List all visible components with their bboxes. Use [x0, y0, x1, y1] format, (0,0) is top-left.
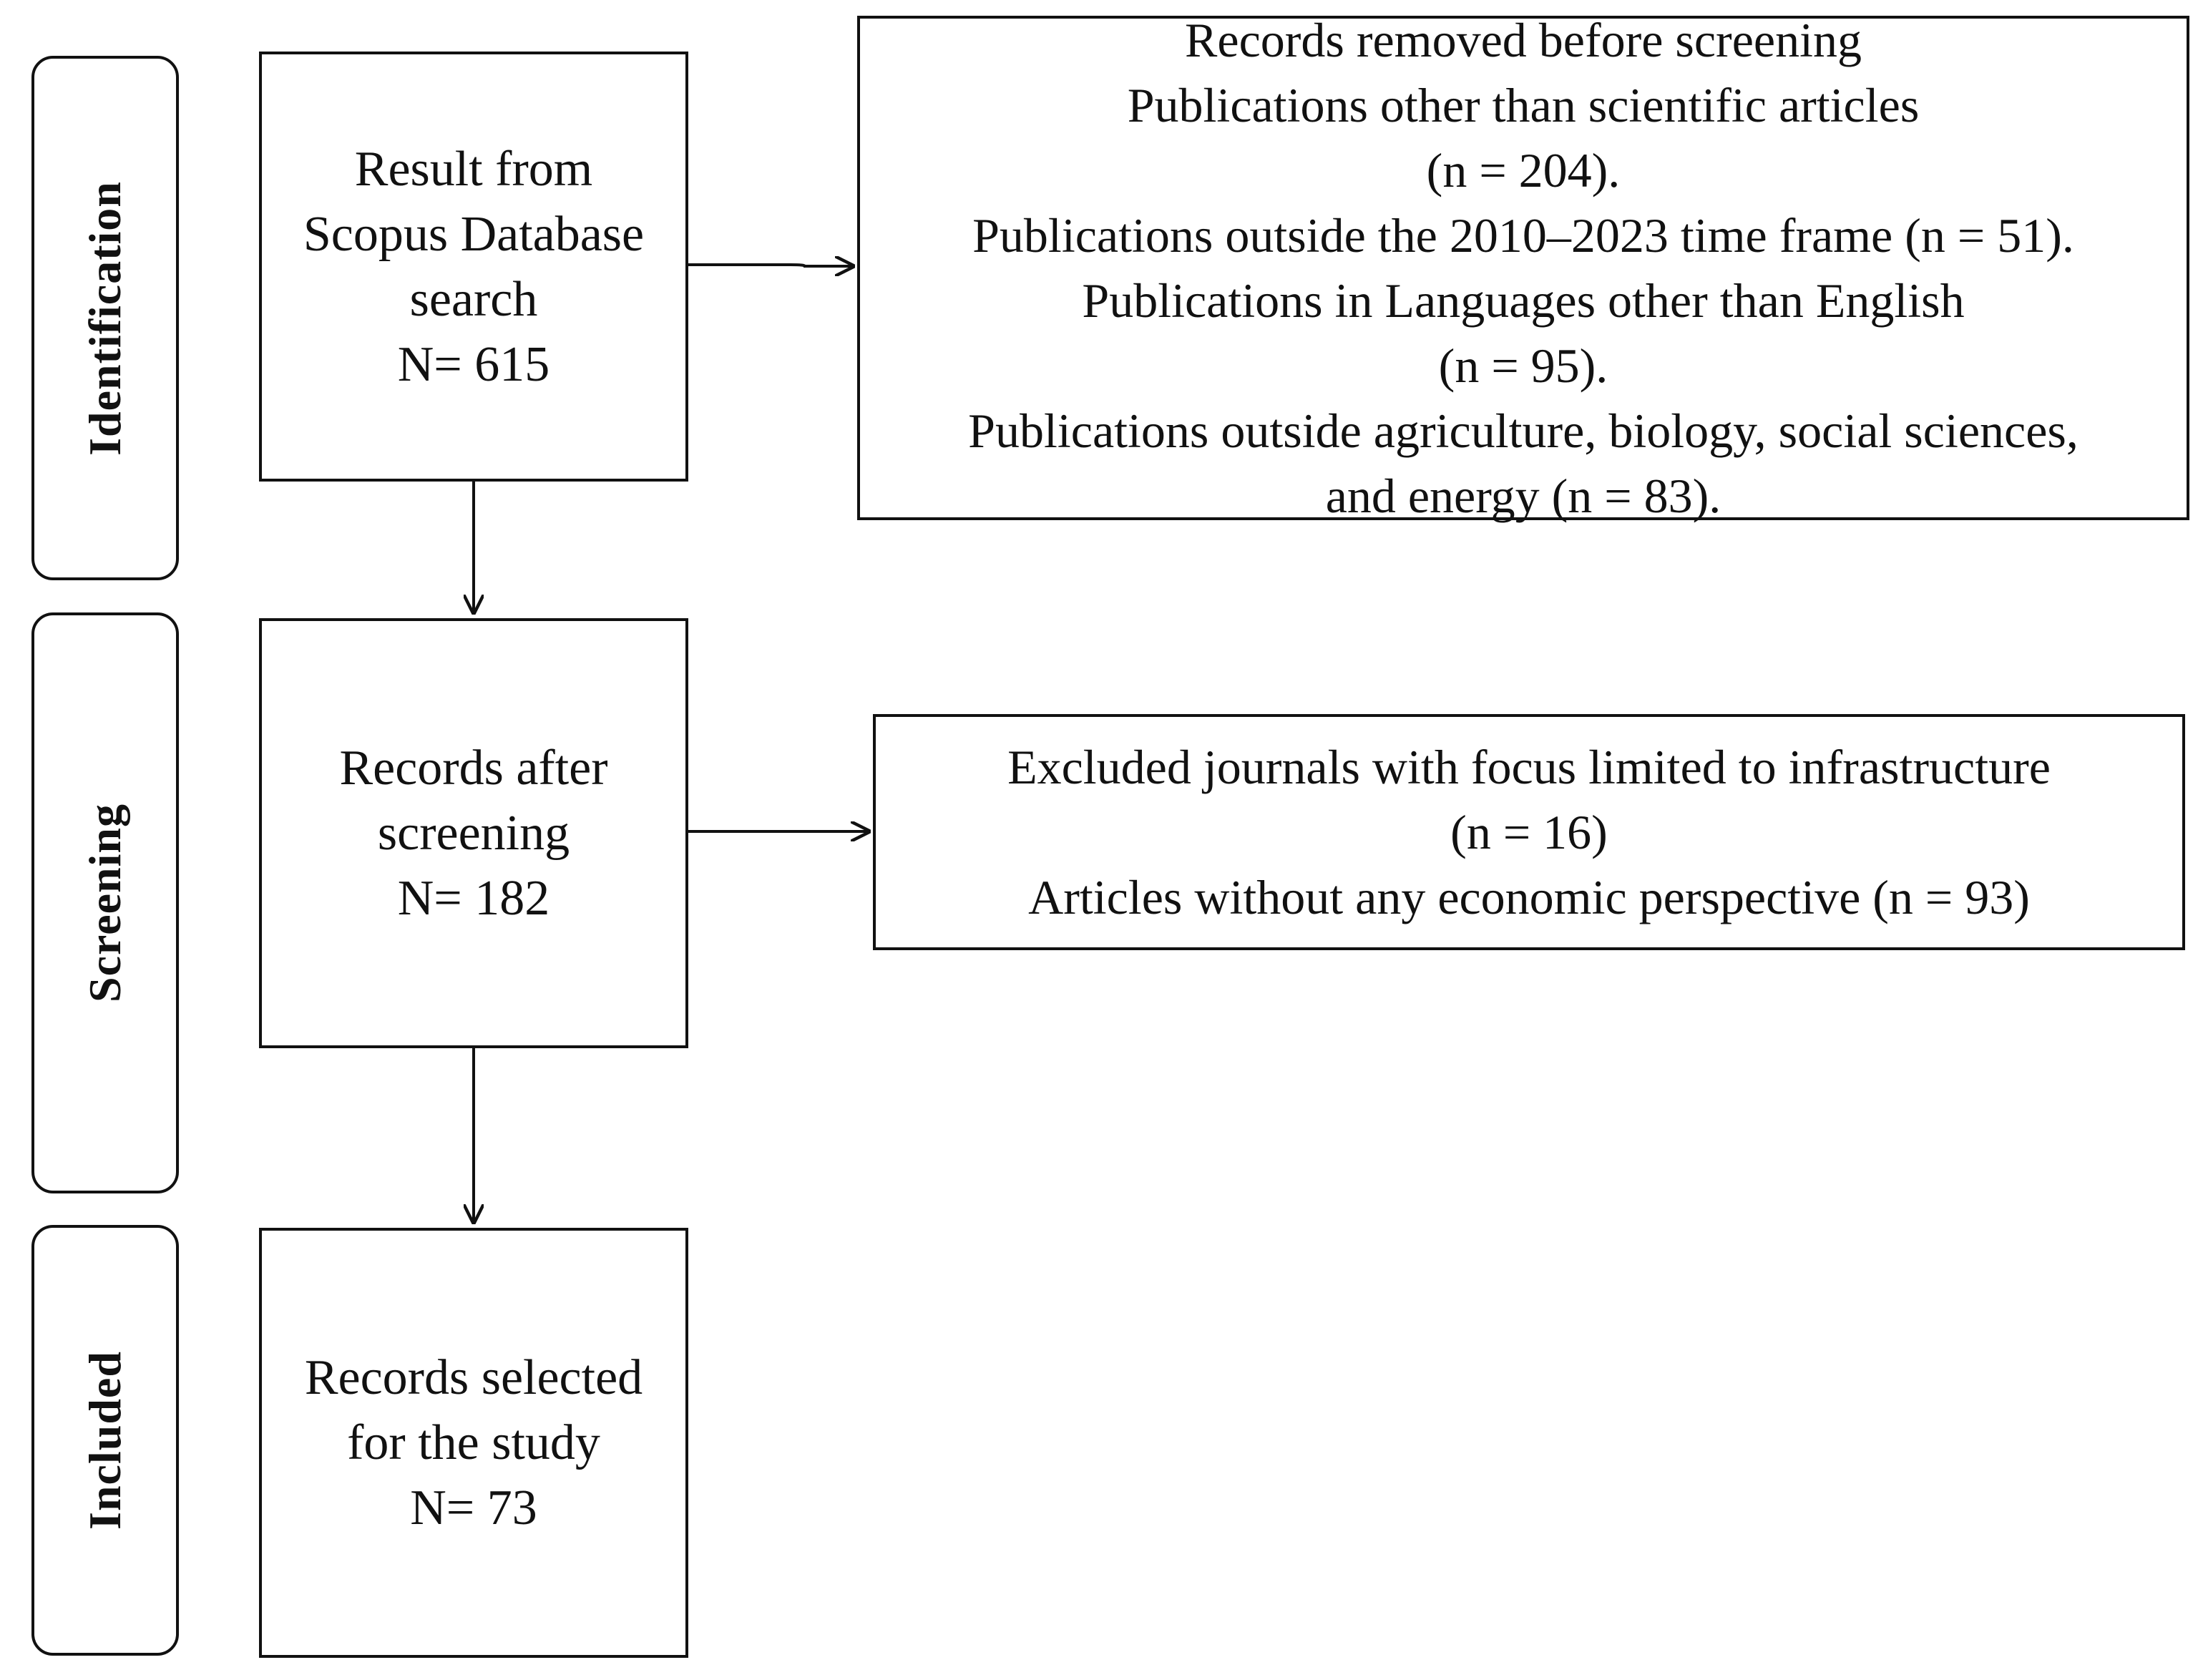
- identification-result-count: N= 615: [397, 336, 550, 392]
- excluded-after-screening-line: Excluded journals with focus limited to …: [1007, 739, 2051, 794]
- records-selected-box: Records selected for the study N= 73: [259, 1228, 688, 1658]
- phase-screening: Screening: [31, 612, 179, 1193]
- records-selected-line: Records selected: [304, 1350, 643, 1405]
- removed-before-screening-line: Publications outside agriculture, biolog…: [968, 403, 2079, 458]
- arrow-identification-to-removed: [688, 265, 853, 266]
- removed-before-screening-line: (n = 204).: [1426, 142, 1621, 197]
- identification-result-line: Result from: [354, 141, 593, 197]
- identification-result-line: search: [409, 271, 538, 327]
- records-after-screening-count: N= 182: [397, 871, 550, 926]
- removed-before-screening-box: Records removed before screening Publica…: [857, 13, 2189, 523]
- excluded-after-screening-line: Articles without any economic perspectiv…: [1028, 869, 2030, 924]
- records-after-screening-line: Records after: [339, 741, 608, 796]
- phase-included: Included: [31, 1225, 179, 1656]
- removed-before-screening-line: Publications outside the 2010–2023 time …: [972, 207, 2074, 263]
- phase-identification: Identification: [31, 56, 179, 580]
- phase-identification-label: Identification: [79, 180, 130, 456]
- records-selected-count: N= 73: [410, 1480, 537, 1535]
- removed-before-screening-title: Records removed before screening: [1185, 12, 1862, 67]
- identification-result-line: Scopus Database: [303, 206, 645, 262]
- identification-result-box: Result from Scopus Database search N= 61…: [259, 52, 688, 482]
- removed-before-screening-line: Publications in Languages other than Eng…: [1082, 273, 1965, 328]
- records-after-screening-box: Records after screening N= 182: [259, 618, 688, 1048]
- removed-before-screening-line: and energy (n = 83).: [1325, 468, 1721, 523]
- phase-screening-label: Screening: [79, 803, 130, 1003]
- phase-included-label: Included: [79, 1351, 130, 1530]
- records-after-screening-line: screening: [377, 806, 570, 861]
- excluded-after-screening-box: Excluded journals with focus limited to …: [873, 714, 2185, 950]
- removed-before-screening-line: Publications other than scientific artic…: [1127, 77, 1920, 132]
- records-selected-line: for the study: [347, 1415, 600, 1470]
- removed-before-screening-line: (n = 95).: [1438, 338, 1608, 393]
- excluded-after-screening-line: (n = 16): [1450, 804, 1608, 859]
